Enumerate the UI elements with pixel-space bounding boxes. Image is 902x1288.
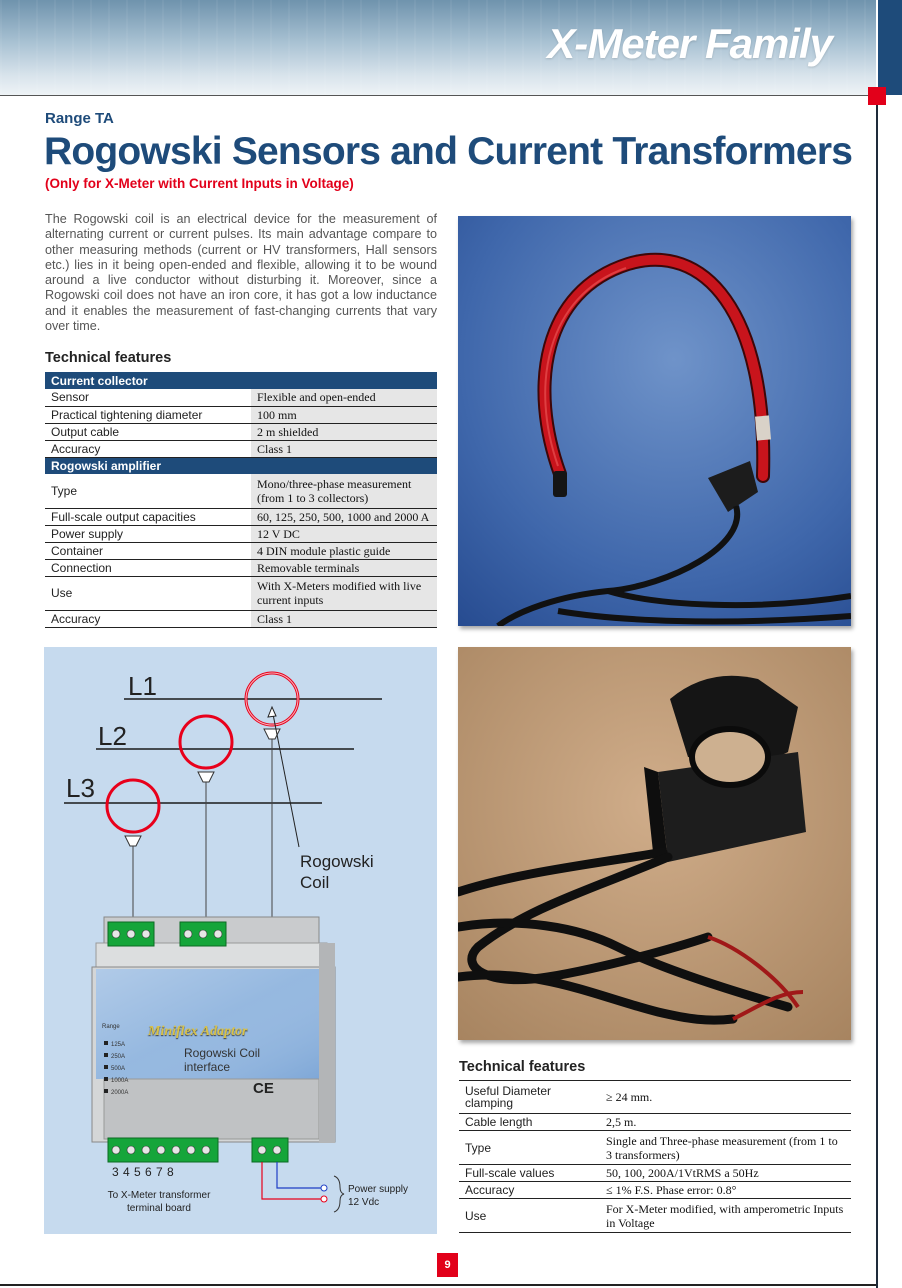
phase-label-l1: L1 bbox=[128, 671, 157, 701]
header-banner: X-Meter Family bbox=[0, 0, 876, 95]
page-edge-rule bbox=[876, 95, 878, 1288]
adapter-name: Miniflex Adaptor bbox=[148, 1024, 248, 1039]
phase-label-l2: L2 bbox=[98, 721, 127, 751]
ce-mark: CE bbox=[253, 1080, 274, 1097]
wiring-diagram: L1 L2 L3 Rogowski Coil Miniflex Adaptor … bbox=[44, 647, 437, 1234]
range-heading: Range bbox=[102, 1024, 120, 1030]
spec1-heading: Technical features bbox=[45, 350, 172, 366]
current-transformer-photo bbox=[458, 647, 851, 1040]
page-title: Rogowski Sensors and Current Transformer… bbox=[44, 130, 853, 173]
table-row: Useful Diameter clamping≥ 24 mm. bbox=[459, 1080, 851, 1114]
red-square-marker bbox=[868, 87, 886, 105]
adapter-subtitle: Rogowski Coil interface bbox=[184, 1046, 261, 1074]
header-rule bbox=[0, 95, 876, 96]
header-side-strip bbox=[878, 0, 902, 95]
spec2-table: Useful Diameter clamping≥ 24 mm. Cable l… bbox=[459, 1080, 851, 1233]
terminal-numbers: 3 4 5 6 7 8 bbox=[112, 1165, 174, 1179]
spec2-heading: Technical features bbox=[459, 1059, 586, 1075]
page-number: 9 bbox=[437, 1253, 458, 1277]
coil-l3 bbox=[105, 778, 161, 834]
spec1-group2-title: Rogowski amplifier bbox=[45, 457, 437, 474]
coil-label: Rogowski Coil bbox=[300, 852, 374, 892]
intro-paragraph: The Rogowski coil is an electrical devic… bbox=[45, 212, 437, 334]
terminal-caption: To X-Meter transformer terminal board bbox=[107, 1190, 211, 1214]
footer-rule bbox=[0, 1284, 876, 1286]
rogowski-coil-photo bbox=[458, 216, 851, 626]
power-caption: Power supply 12 Vdc bbox=[348, 1184, 409, 1208]
range-label: Range TA bbox=[45, 110, 114, 127]
coil-l2 bbox=[178, 714, 234, 770]
page-subtitle: (Only for X-Meter with Current Inputs in… bbox=[45, 176, 354, 191]
table-row: Accuracy≤ 1% F.S. Phase error: 0.8° bbox=[459, 1181, 851, 1199]
banner-title: X-Meter Family bbox=[547, 20, 833, 67]
range-list: 125A 250A 500A 1000A 2000A bbox=[111, 1042, 129, 1096]
spec1-group1-title: Current collector bbox=[45, 372, 437, 389]
phase-label-l3: L3 bbox=[66, 773, 95, 803]
